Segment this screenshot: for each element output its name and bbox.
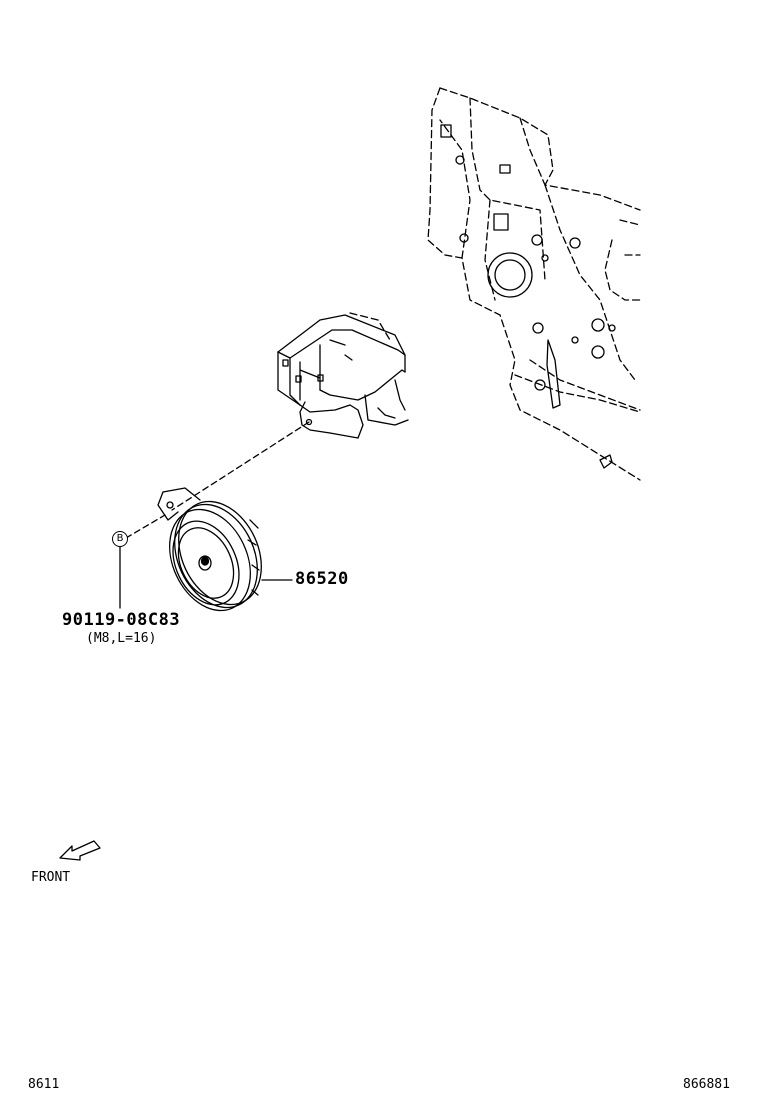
bolt-callout: B — [112, 531, 128, 547]
mounting-bracket — [277, 314, 409, 439]
front-label: FRONT — [31, 870, 71, 885]
body-panel — [427, 87, 641, 481]
horn-part-number: 86520 — [295, 569, 349, 589]
drawing-number: 866881 — [683, 1077, 730, 1092]
bracket-phantom-edge — [349, 312, 391, 341]
horn — [157, 487, 262, 612]
bolt-part-number: 90119-08C83 — [62, 610, 181, 630]
mounting-axis-line — [171, 421, 310, 511]
body-panel-features — [440, 124, 616, 469]
bolt-spec: (M8,L=16) — [86, 631, 157, 646]
bolt-axis-line — [125, 514, 166, 539]
figure-number: 8611 — [28, 1077, 60, 1092]
front-arrow-icon — [59, 840, 101, 861]
